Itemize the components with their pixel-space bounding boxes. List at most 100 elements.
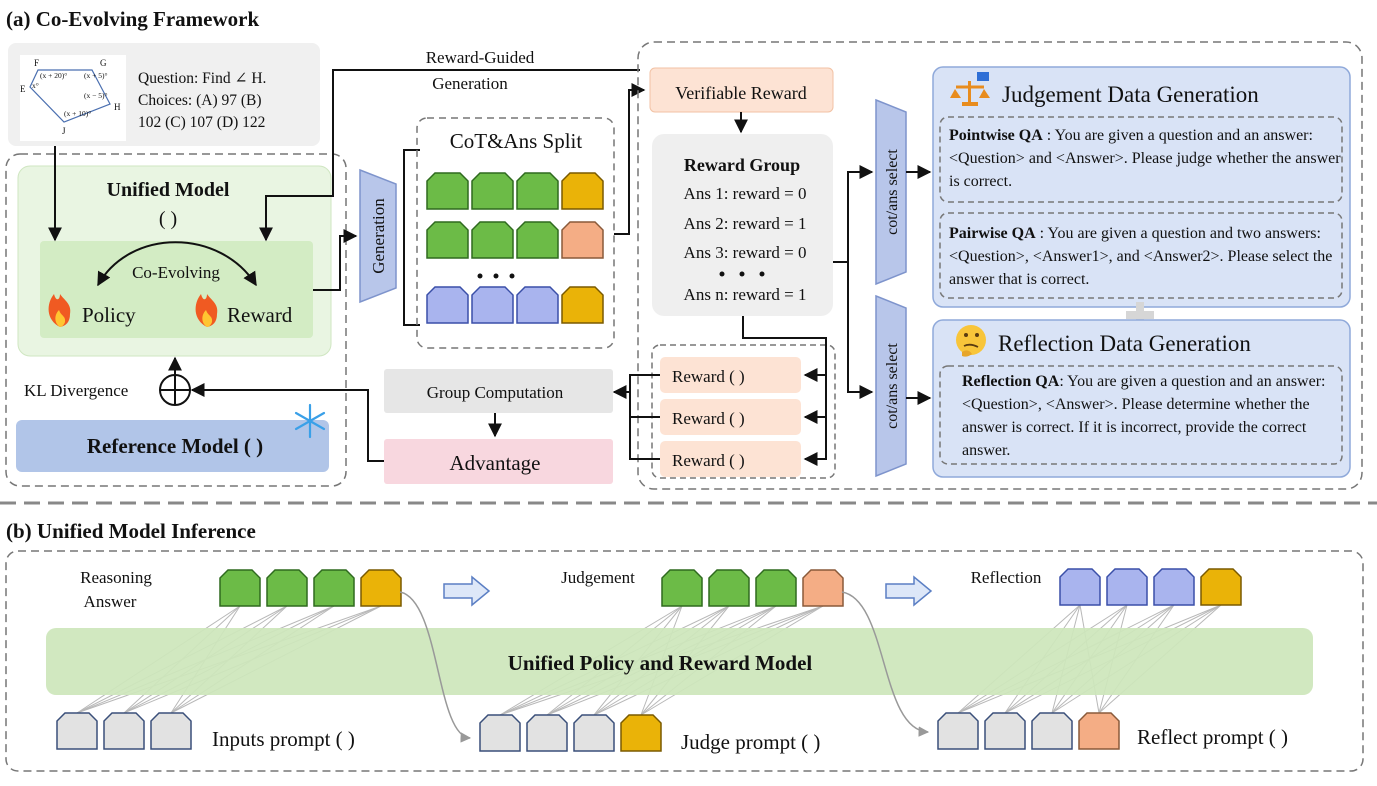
section-a-title: (a) Co-Evolving Framework xyxy=(6,7,259,31)
reasoning-label-1: Reasoning xyxy=(80,568,152,587)
reward-group-box xyxy=(652,134,833,316)
judge-prompt-token-3 xyxy=(573,714,615,752)
svg-text:F: F xyxy=(34,58,39,68)
judge-output-token-1 xyxy=(661,569,703,607)
reward-item-3 xyxy=(660,441,801,477)
reward-group-line-1: Ans 1: reward = 0 xyxy=(684,184,807,203)
unified-policy-label: Unified Policy and Reward Model xyxy=(508,651,813,675)
cot-select-reflect-label: cot/ans select xyxy=(884,343,901,429)
reflect-prompt-token-3 xyxy=(1031,712,1073,750)
reflection-qa-label: Reflection QA xyxy=(962,373,1060,390)
split-token-grid xyxy=(426,172,604,324)
split-bracket xyxy=(403,149,420,326)
reflection-panel xyxy=(932,319,1351,478)
judge-prompt-token-2 xyxy=(526,714,568,752)
reasoning-output-token-2 xyxy=(266,569,308,607)
pointwise-text: Pointwise QA : You are given a question … xyxy=(949,124,1341,193)
split-token-r2-c2 xyxy=(471,221,514,259)
inputs-prompt-label: Inputs prompt ( ) xyxy=(212,727,355,751)
reward-items-frame xyxy=(651,344,836,479)
reflect-output-token-2 xyxy=(1106,568,1148,606)
svg-text:x°: x° xyxy=(32,81,39,90)
judge-prompt-token-4 xyxy=(620,714,662,752)
pairwise-label: Pairwise QA xyxy=(949,225,1036,242)
judge-output-token-2 xyxy=(708,569,750,607)
svg-text:E: E xyxy=(20,84,26,94)
reward-item-2 xyxy=(660,399,801,435)
judge-output-token-3 xyxy=(755,569,797,607)
generation-label: Generation xyxy=(369,198,388,274)
reflect-prompt-token-4 xyxy=(1078,712,1120,750)
policy-label: Policy xyxy=(82,303,136,327)
svg-text:G: G xyxy=(100,58,107,68)
pairwise-body: : You are given a question and two answe… xyxy=(949,225,1333,288)
reward-fire-icon xyxy=(195,294,218,327)
left-dashed-frame xyxy=(5,153,347,487)
cot-split-title: CoT&Ans Split xyxy=(450,129,583,153)
reward-label: Reward xyxy=(227,303,293,327)
reasoning-label-2: Answer xyxy=(84,592,137,611)
judge-prompt-token-1 xyxy=(479,714,521,752)
reasoning-prompt-token-2 xyxy=(103,712,145,750)
split-token-r3-c2 xyxy=(471,286,514,324)
question-line-3: 102 (C) 107 (D) 122 xyxy=(138,114,265,131)
reward-guided-line-1: Reward-Guided xyxy=(426,48,535,67)
split-token-r1-c4 xyxy=(561,172,604,210)
judge-output-token-4 xyxy=(802,569,844,607)
question-line-1: Question: Find ∠ H. xyxy=(138,70,266,87)
reward-item-3-label: Reward ( ) xyxy=(672,451,745,470)
split-token-r1-c1 xyxy=(426,172,469,210)
reflect-output-token-4 xyxy=(1200,568,1242,606)
unified-model-title: Unified Model xyxy=(107,179,230,201)
reward-group-line-2: Ans 2: reward = 1 xyxy=(684,214,807,233)
reasoning-output-token-1 xyxy=(219,569,261,607)
reflect-output-token-3 xyxy=(1153,568,1195,606)
reasoning-prompt-token-1 xyxy=(56,712,98,750)
reflect-output-token-1 xyxy=(1059,568,1101,606)
reference-model-label: Reference Model ( ) xyxy=(87,434,263,458)
group-computation-box xyxy=(384,369,613,413)
pairwise-frame xyxy=(939,212,1343,299)
kl-divergence-label: KL Divergence xyxy=(24,381,128,400)
reward-group-line-4: Ans n: reward = 1 xyxy=(684,285,807,304)
reflection-body: : You are given a question and an answer… xyxy=(962,373,1326,459)
thinking-face-icon xyxy=(956,325,986,357)
model-to-generation-arrow xyxy=(313,229,358,291)
co-evolving-box xyxy=(40,241,313,338)
co-evolving-label: Co-Evolving xyxy=(132,263,220,282)
cot-select-reflect xyxy=(875,294,907,478)
reflection-text: Reflection QA: You are given a question … xyxy=(962,370,1337,462)
split-token-r3-c4 xyxy=(561,286,604,324)
reward-group-line-3: Ans 3: reward = 0 xyxy=(684,243,807,262)
advantage-to-kl-arrow xyxy=(190,383,384,462)
reasoning-prompt-token-3 xyxy=(150,712,192,750)
step-arrow-2 xyxy=(885,575,933,607)
scale-icon xyxy=(950,72,990,106)
inference-frame xyxy=(5,550,1364,772)
group-to-reward-item-1 xyxy=(742,316,827,382)
svg-text:H: H xyxy=(114,102,121,112)
pairwise-text: Pairwise QA : You are given a question a… xyxy=(949,222,1341,291)
reward-item-1-label: Reward ( ) xyxy=(672,367,745,386)
split-token-r1-c3 xyxy=(516,172,559,210)
split-token-r2-c3 xyxy=(516,221,559,259)
group-to-reward-item-3 xyxy=(803,417,827,466)
reflect-prompt-label: Reflect prompt ( ) xyxy=(1137,725,1288,749)
judgement-title: Judgement Data Generation xyxy=(1002,82,1259,107)
svg-text:J: J xyxy=(62,126,66,136)
pointwise-frame xyxy=(939,116,1343,203)
reflection-title: Reflection Data Generation xyxy=(998,331,1251,356)
reward-to-computation-arrow xyxy=(612,374,660,399)
reasoning-output-token-4 xyxy=(360,569,402,607)
right-dashed-frame xyxy=(637,41,1363,490)
reward-group-ellipsis xyxy=(719,271,765,277)
reflection-frame xyxy=(939,365,1343,465)
reflect-prompt-token-1 xyxy=(937,712,979,750)
section-b-title: (b) Unified Model Inference xyxy=(6,519,256,543)
judge-to-reflect-curve xyxy=(841,591,930,737)
geometry-figure: F G E H J (x + 20)° (x + 5)° x° (x − 5)°… xyxy=(20,55,126,141)
cot-select-judge xyxy=(875,98,907,286)
verifiable-reward-label: Verifiable Reward xyxy=(675,83,806,103)
cot-select-judge-label: cot/ans select xyxy=(884,149,901,235)
judge-prompt-label: Judge prompt ( ) xyxy=(681,730,820,754)
